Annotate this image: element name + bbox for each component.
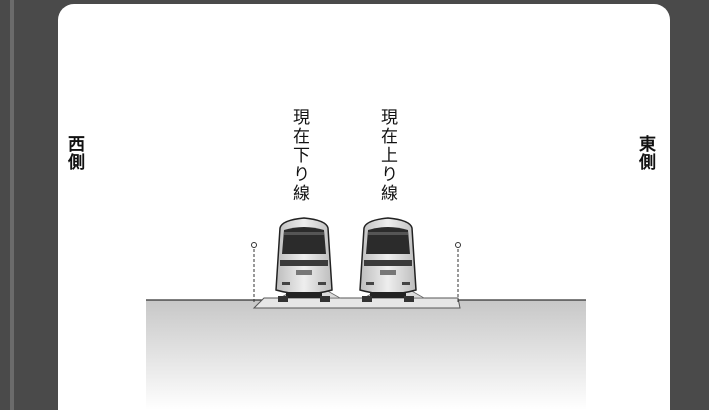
cross-section-svg: [146, 217, 586, 410]
west-side-label: 西側: [64, 135, 84, 171]
frame-edge-strip: [10, 0, 14, 410]
east-side-label: 東側: [635, 135, 655, 171]
train-up-line: [359, 217, 417, 302]
down-line-label: 現在下り線: [289, 108, 309, 203]
ground: [146, 299, 586, 410]
pole-east: [455, 242, 461, 304]
pole-west: [251, 242, 257, 304]
diagram-panel: 西側 東側 現在下り線 現在上り線: [58, 4, 670, 410]
train-down-line: [275, 217, 333, 302]
up-line-label: 現在上り線: [377, 108, 397, 203]
